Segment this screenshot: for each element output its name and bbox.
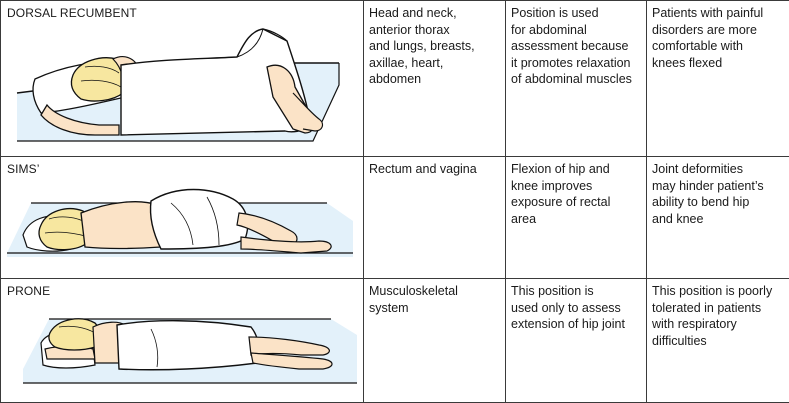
rationale-cell: This position is used only to assess ext…	[506, 279, 647, 403]
areas-assessed-text: Head and neck, anterior thorax and lungs…	[369, 5, 500, 88]
limitations-text: Patients with painful disorders are more…	[652, 5, 784, 71]
areas-assessed-cell: Musculoskeletal system	[364, 279, 506, 403]
table-row: DORSAL RECUMBENT	[1, 1, 789, 157]
limitations-cell: Patients with painful disorders are more…	[647, 1, 789, 157]
areas-assessed-cell: Head and neck, anterior thorax and lungs…	[364, 1, 506, 157]
areas-assessed-text: Rectum and vagina	[369, 161, 500, 178]
rationale-cell: Flexion of hip and knee improves exposur…	[506, 157, 647, 279]
position-cell: SIMS’	[1, 157, 364, 279]
position-cell: PRONE	[1, 279, 364, 403]
table-row: SIMS’ Rectum and vagina	[1, 157, 789, 279]
rationale-text: Flexion of hip and knee improves exposur…	[511, 161, 641, 227]
position-cell: DORSAL RECUMBENT	[1, 1, 364, 157]
rationale-cell: Position is used for abdominal assessmen…	[506, 1, 647, 157]
patient-prone-illustration	[1, 279, 363, 402]
patient-dorsal-recumbent-illustration	[1, 1, 363, 156]
limitations-cell: This position is poorly tolerated in pat…	[647, 279, 789, 403]
rationale-text: Position is used for abdominal assessmen…	[511, 5, 641, 88]
areas-assessed-cell: Rectum and vagina	[364, 157, 506, 279]
limitations-text: This position is poorly tolerated in pat…	[652, 283, 784, 349]
areas-assessed-text: Musculoskeletal system	[369, 283, 500, 316]
limitations-text: Joint deformities may hinder patient’s a…	[652, 161, 784, 227]
table-row: PRONE	[1, 279, 789, 403]
limitations-cell: Joint deformities may hinder patient’s a…	[647, 157, 789, 279]
rationale-text: This position is used only to assess ext…	[511, 283, 641, 333]
patient-sims-illustration	[1, 157, 363, 278]
